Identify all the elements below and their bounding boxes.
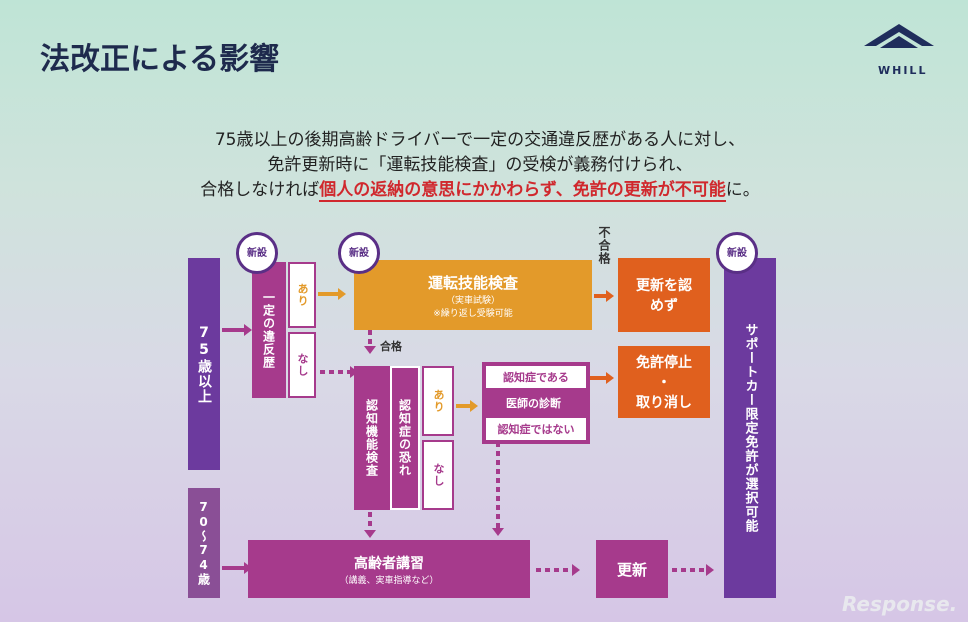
support-car-box: サポートカー限定免許が選択可能 [724,258,776,598]
skill-test-sub2: ※繰り返し受験可能 [433,308,513,319]
suspend-dot: ・ [657,375,671,391]
response-watermark: Response. [842,592,958,616]
suspend-label-1: 免許停止 [636,355,692,371]
dementia-risk-yes: あり [422,366,454,436]
lead-line-3-post: に。 [725,180,760,200]
skill-test-sub1: （実車試験） [445,295,500,306]
violation-label: 一定の違反歴 [261,291,276,369]
page-title: 法改正による影響 [40,42,280,77]
new-badge-skill: 新設 [338,232,380,274]
senior-lecture-sub: （講義、実車指導など） [339,575,439,586]
dementia-risk-no-label: なし [432,463,445,487]
cognitive-test-label: 認知機能検査 [364,399,379,477]
license-suspend-box: 免許停止 ・ 取り消し [618,346,710,418]
lead-text: 75歳以上の後期高齢ドライバーで一定の交通違反歴がある人に対し、 免許更新時に「… [150,128,810,203]
age-75-label: 75歳以上 [196,324,212,404]
no-renewal-label: 更新を認めず [636,278,692,314]
senior-lecture-box: 高齢者講習 （講義、実車指導など） [248,540,530,598]
new-badge-violation: 新設 [236,232,278,274]
cognitive-test-box: 認知機能検査 [354,366,390,510]
dementia-risk-no: なし [422,440,454,510]
doctor-diagnosis: 医師の診断 [506,397,561,410]
lead-line-1: 75歳以上の後期高齢ドライバーで一定の交通違反歴がある人に対し、 [214,130,746,150]
lead-line-3: 合格しなければ個人の返納の意思にかかわらず、免許の更新が不可能に。 [150,178,810,203]
violation-history-box: 一定の違反歴 [252,262,286,398]
renewal-box: 更新 [596,540,668,598]
lead-emphasis: 個人の返納の意思にかかわらず、免許の更新が不可能 [319,180,726,202]
lead-line-2: 免許更新時に「運転技能検査」の受検が義務付けられ、 [267,155,693,175]
violation-yes-label: あり [296,283,309,307]
dementia-risk-yes-label: あり [432,389,445,413]
skill-test-label: 運転技能検査 [427,273,518,292]
pass-label: 合格 [380,340,402,353]
renewal-label: 更新 [616,560,647,579]
dementia-risk-label: 認知症の恐れ [397,399,412,477]
violation-yes: あり [288,262,316,328]
dementia-no: 認知症ではない [486,418,586,440]
skill-test-box: 運転技能検査 （実車試験） ※繰り返し受験可能 [354,260,592,330]
whill-logo-icon [864,24,934,48]
logo-text: WHILL [878,64,928,77]
age-75-bar: 75歳以上 [188,258,220,470]
fail-label: 不合格 [597,226,611,265]
violation-no-label: なし [296,353,309,377]
dementia-risk-box: 認知症の恐れ [390,366,420,510]
dementia-yes: 認知症である [486,366,586,388]
suspend-label-2: 取り消し [636,395,692,411]
age-70-bar: 70〜74歳 [188,488,220,598]
violation-no: なし [288,332,316,398]
no-renewal-box: 更新を認めず [618,258,710,332]
senior-lecture-label: 高齢者講習 [354,555,424,572]
lead-line-3-pre: 合格しなければ [200,180,320,200]
new-badge-support: 新設 [716,232,758,274]
age-70-label: 70〜74歳 [196,500,211,586]
support-car-label: サポートカー限定免許が選択可能 [742,323,758,533]
